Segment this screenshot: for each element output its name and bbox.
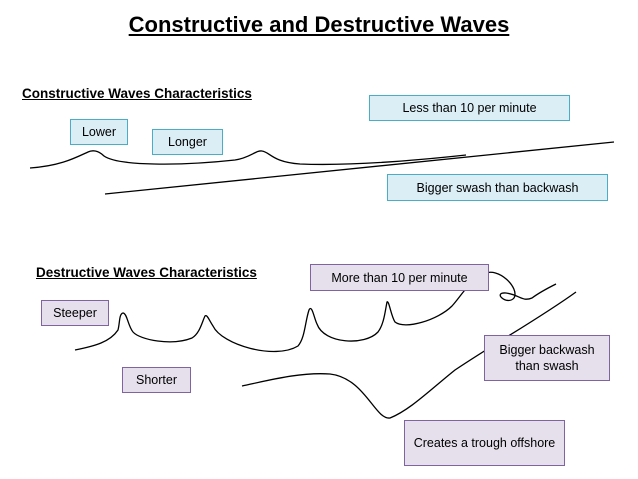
constructive-wave-line bbox=[29, 150, 467, 169]
bigger-backwash-label: Bigger backwash than swash bbox=[484, 335, 610, 381]
bigger-swash-label: Bigger swash than backwash bbox=[387, 174, 608, 201]
page-title: Constructive and Destructive Waves bbox=[128, 12, 510, 37]
more-than-10-label: More than 10 per minute bbox=[310, 264, 489, 291]
destructive-wave-line bbox=[74, 271, 557, 353]
destructive-heading: Destructive Waves Characteristics bbox=[36, 265, 257, 280]
constructive-heading: Constructive Waves Characteristics bbox=[22, 86, 252, 101]
trough-label: Creates a trough offshore bbox=[404, 420, 565, 466]
shorter-label: Shorter bbox=[122, 367, 191, 393]
steeper-label: Steeper bbox=[41, 300, 109, 326]
constructive-beach-line bbox=[104, 141, 615, 195]
longer-label: Longer bbox=[152, 129, 223, 155]
less-than-10-label: Less than 10 per minute bbox=[369, 95, 570, 121]
lower-label: Lower bbox=[70, 119, 128, 145]
